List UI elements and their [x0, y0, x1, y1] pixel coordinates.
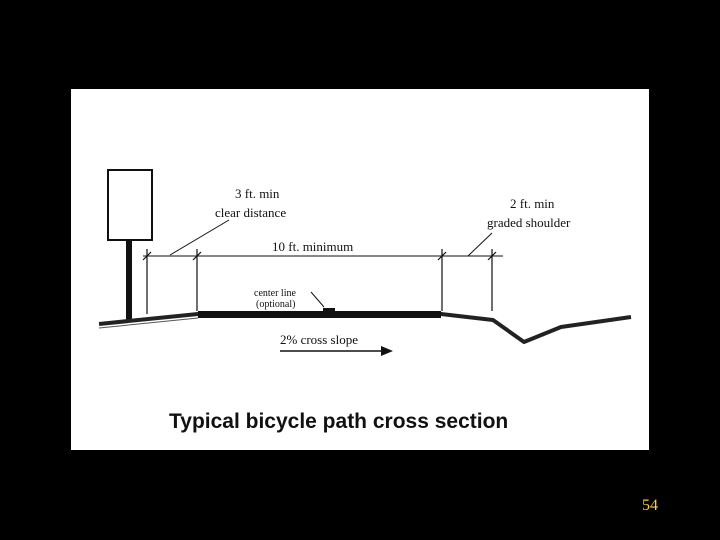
label-path-width: 10 ft. minimum [272, 239, 353, 254]
tick-path-left [192, 251, 202, 261]
center-line-marker [323, 308, 335, 312]
figure-panel: 3 ft. min clear distance 10 ft. minimum … [71, 89, 649, 450]
leader-shoulder [467, 232, 493, 257]
tick-shoulder [487, 251, 497, 261]
label-shoulder-2: graded shoulder [487, 215, 571, 230]
tick-path-right [437, 251, 447, 261]
label-center-line-1: center line [254, 288, 296, 299]
ground-edge [98, 317, 199, 329]
paved-path [198, 311, 441, 318]
cross-section-diagram: 3 ft. min clear distance 10 ft. minimum … [98, 169, 632, 433]
sign-post [126, 240, 132, 320]
label-center-line-2: (optional) [256, 299, 295, 310]
cross-slope-arrow-head [381, 346, 393, 356]
label-clear-distance-1: 3 ft. min [235, 186, 280, 201]
label-clear-distance-2: clear distance [215, 205, 286, 220]
leader-center-line [310, 291, 325, 308]
ground-line [98, 312, 632, 344]
page-number: 54 [642, 497, 658, 514]
label-cross-slope: 2% cross slope [280, 332, 358, 347]
sign-board [107, 169, 153, 241]
label-shoulder-1: 2 ft. min [510, 196, 555, 211]
leader-clear-distance [169, 219, 230, 256]
diagram-caption: Typical bicycle path cross section [169, 410, 508, 433]
tick-sign [142, 251, 152, 261]
